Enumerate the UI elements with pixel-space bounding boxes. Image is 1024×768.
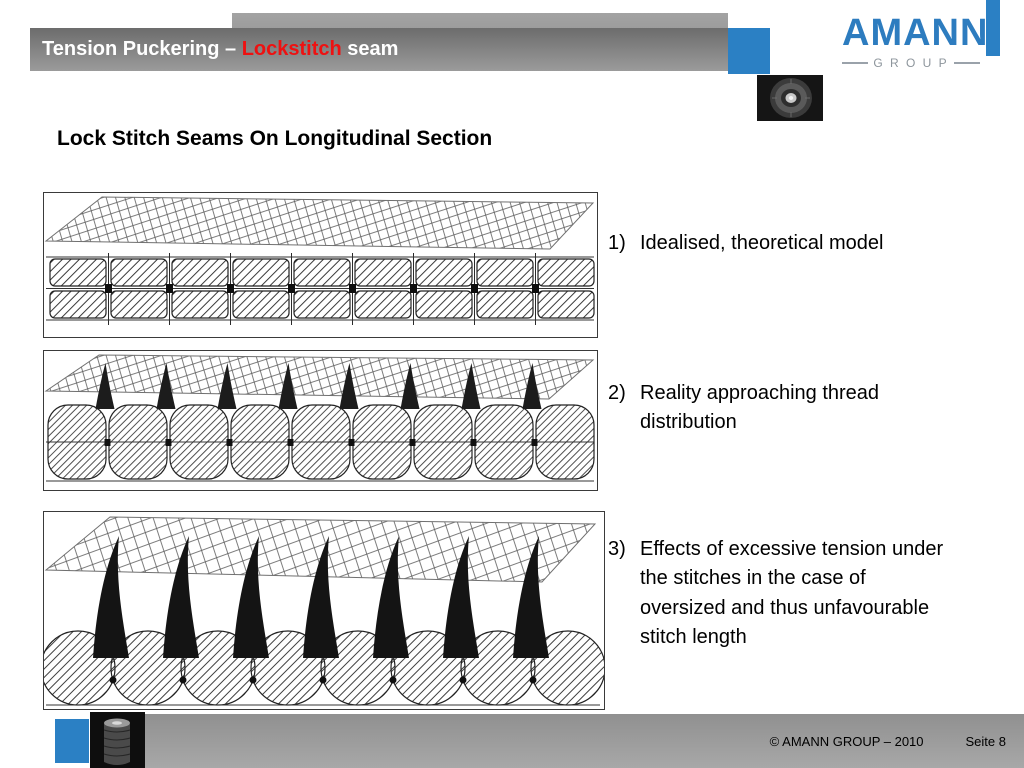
amann-group-logo: AMANN G R O U P	[842, 12, 989, 70]
copyright-text: © AMANN GROUP – 2010	[769, 733, 924, 749]
figure-idealised-model	[43, 192, 598, 338]
thread-spool-side-image	[90, 712, 145, 768]
fabric-top	[44, 354, 595, 400]
item-text: Reality approaching thread distribution	[640, 382, 880, 434]
item-number: 1)	[608, 232, 626, 254]
section-subtitle: Lock Stitch Seams On Longitudinal Sectio…	[57, 127, 493, 150]
list-item-1: 1) Idealised, theoretical model	[608, 229, 952, 258]
interlace-knots	[105, 284, 539, 293]
list-item-3: 3) Effects of excessive tension under th…	[608, 535, 952, 653]
logo-line-right	[953, 61, 980, 64]
item-number: 2)	[608, 382, 626, 404]
figure-reality-model	[43, 350, 598, 491]
figure-excessive-tension	[43, 511, 605, 710]
interlace-knots	[109, 676, 537, 684]
header-bar: Tension Puckering – Lockstitch seam	[30, 28, 728, 71]
footer-bar: © AMANN GROUP – 2010 Seite 8	[140, 714, 1024, 768]
logo-group-text: G R O U P	[873, 55, 949, 70]
right-accent-stripe	[986, 0, 1000, 56]
title-suffix: seam	[341, 38, 399, 60]
thread-spool-photo-bottom	[90, 712, 145, 768]
page-number: Seite 8	[965, 733, 1006, 749]
title-prefix: Tension Puckering –	[42, 38, 242, 60]
item-text: Effects of excessive tension under the s…	[640, 538, 944, 649]
idealised-lockstitch-drawing	[44, 196, 595, 325]
footer-accent-square	[55, 719, 89, 763]
header-accent-square	[728, 28, 770, 74]
list-item-2: 2) Reality approaching thread distributi…	[608, 379, 952, 438]
title-highlight: Lockstitch	[241, 38, 342, 60]
logo-line-left	[842, 61, 869, 64]
interlace-knots	[104, 439, 538, 446]
logo-group-row: G R O U P	[842, 56, 980, 70]
slide-title: Tension Puckering – Lockstitch seam	[30, 38, 398, 61]
logo-wordmark: AMANN	[842, 12, 989, 54]
thread-spool-photo-top	[757, 75, 823, 121]
thread-spool-top-image	[757, 75, 823, 121]
excessive-tension-drawing	[44, 516, 604, 706]
item-number: 3)	[608, 538, 626, 560]
realistic-thread-distribution-drawing	[44, 354, 595, 482]
fabric-top	[44, 196, 595, 250]
item-text: Idealised, theoretical model	[640, 232, 884, 254]
